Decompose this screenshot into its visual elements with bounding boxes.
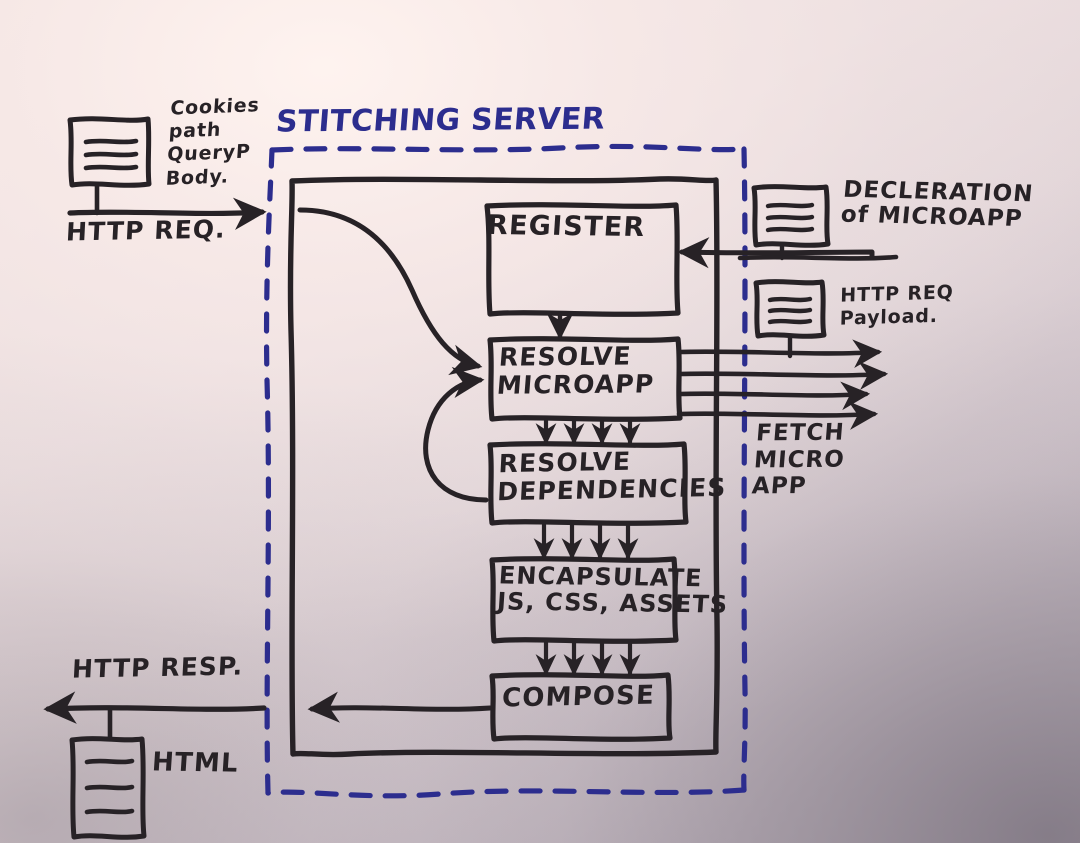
- step-label-line2: DEPENDENCIES: [496, 472, 728, 506]
- arrow-declaration-to-register: [682, 252, 875, 258]
- request-payload-label: Cookies path QueryP Body.: [165, 94, 261, 190]
- step-label-compose: COMPOSE: [501, 680, 656, 714]
- client-monitor-icon: [67, 116, 152, 216]
- arrow-http-response: [43, 691, 267, 724]
- stitching-server-title: STITCHING SERVER: [274, 101, 607, 140]
- payload-monitor-icon: [753, 279, 827, 355]
- flow-request-to-resolve-microapp: [297, 207, 483, 376]
- arrow-http-request: [67, 197, 267, 230]
- flow-dependencies-to-encapsulate: [533, 522, 639, 561]
- step-label-line1: RESOLVE: [497, 446, 632, 479]
- html-document-icon: [69, 706, 147, 840]
- flow-resolve-to-dependencies: [535, 418, 641, 446]
- step-label-line1: RESOLVE: [497, 341, 633, 372]
- http-request-label: HTTP REQ.: [65, 214, 227, 247]
- stitching-server-boundary: [263, 143, 748, 799]
- server-outer-box: [287, 176, 720, 758]
- http-response-label: HTTP RESP.: [71, 651, 245, 684]
- fetch-microapp-label: FETCH MICRO APP: [750, 419, 846, 500]
- step-box-resolve-microapp: [487, 336, 683, 422]
- declaration-label: DECLERATION of MICROAPP: [839, 176, 1035, 233]
- flow-encapsulate-to-compose: [535, 640, 641, 677]
- fetch-payload-label: HTTP REQ Payload.: [839, 281, 954, 330]
- step-label-line2: MICROAPP: [495, 368, 656, 400]
- flow-compose-to-response: [307, 691, 493, 723]
- response-body-label: HTML: [151, 747, 240, 779]
- declaration-monitor-icon: [737, 184, 899, 261]
- step-label-register: REGISTER: [486, 209, 647, 244]
- arrows-fetch-microapp: [676, 339, 889, 430]
- flow-dependencies-loopback: [423, 366, 489, 503]
- step-box-register: [484, 202, 681, 317]
- step-label-line2: JS, CSS, ASSETS: [496, 587, 730, 619]
